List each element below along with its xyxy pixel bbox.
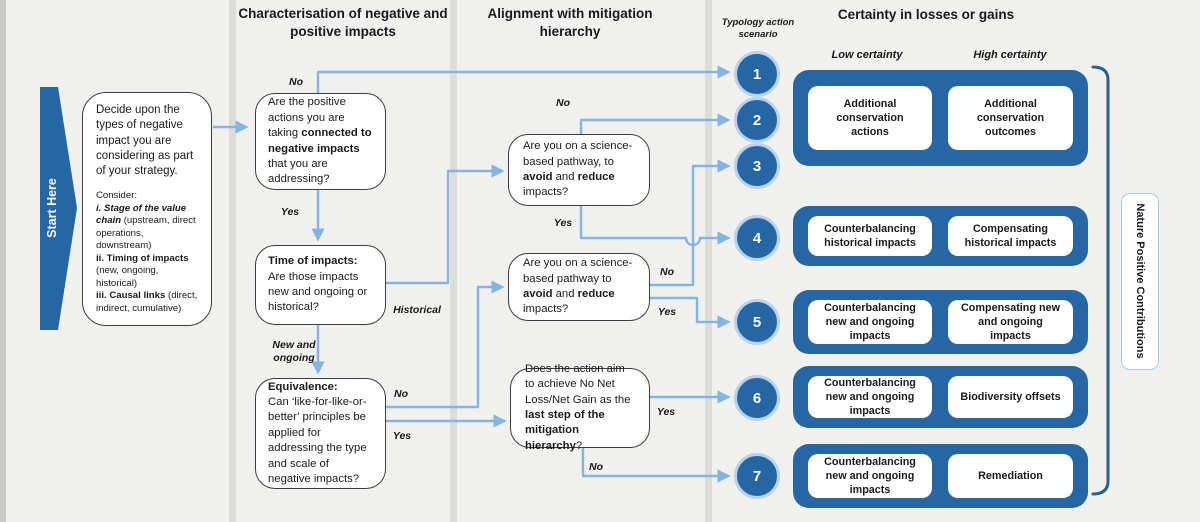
edge-label-equivalence-yes: Yes	[392, 430, 412, 442]
outcome-high-4: Biodiversity offsets	[948, 376, 1073, 418]
outcome-high-2: Compensating historical impacts	[948, 216, 1073, 256]
outcome-high-3: Compensating new and ongoing impacts	[948, 300, 1073, 344]
intro-main-text: Decide upon the types of negative impact…	[96, 103, 194, 178]
question-connected-text: Are the positive actions you are taking …	[268, 96, 372, 186]
edge-label-time-historical: Historical	[393, 304, 441, 316]
scenario-circle-2: 2	[734, 97, 780, 143]
outcome-low-1: Additional conservation actions	[808, 86, 932, 150]
scenario-circle-7: 7	[734, 453, 780, 499]
column-divider	[229, 0, 236, 522]
column-header-characterisation: Characterisation of negative and positiv…	[238, 6, 448, 39]
question-pathway1-text: Are you on a science-based pathway, to a…	[523, 140, 633, 199]
outcome-high-1: Additional conservation outcomes	[948, 86, 1073, 150]
edge-label-connected-no: No	[289, 76, 303, 88]
question-pathway2-text: Are you on a science-based pathway to av…	[523, 257, 633, 316]
connector-time-historical-pathway1	[386, 164, 505, 285]
start-here-label: Start Here	[45, 178, 59, 238]
outcome-low-4: Counterbalancing new and ongoing impacts	[808, 376, 932, 418]
question-pathway2-box: Are you on a science-based pathway to av…	[508, 253, 650, 321]
scenario-circle-3: 3	[734, 143, 780, 189]
intro-box: Decide upon the types of negative impact…	[82, 92, 212, 326]
question-connected-box: Are the positive actions you are taking …	[255, 93, 386, 190]
scenario-circle-1: 1	[734, 51, 780, 97]
edge-label-time-new-ongoing: New and ongoing	[272, 338, 316, 364]
subheader-low-certainty: Low certainty	[831, 49, 903, 61]
intro-consider-text: Consider:i. Stage of the value chain (up…	[96, 190, 198, 314]
subheader-high-certainty: High certainty	[973, 49, 1047, 61]
nature-positive-label: Nature Positive Contributions	[1134, 203, 1146, 359]
edge-label-pathway1-yes: Yes	[553, 217, 573, 229]
edge-label-connected-yes: Yes	[280, 206, 300, 218]
edge-label-pathway2-yes: Yes	[657, 306, 677, 318]
edge-label-nnl-no: No	[589, 461, 603, 473]
question-time-box: Time of impacts:Are those impacts new an…	[255, 245, 386, 325]
outcome-low-3: Counterbalancing new and ongoing impacts	[808, 300, 932, 344]
column-header-typology: Typology action scenario	[721, 17, 795, 41]
edge-label-nnl-yes: Yes	[656, 406, 676, 418]
question-equivalence-text: Equivalence:Can ‘like-for-like-or-better…	[268, 380, 367, 485]
edge-label-equivalence-no: No	[394, 388, 408, 400]
outcome-high-5: Remediation	[948, 454, 1073, 498]
column-divider	[705, 0, 712, 522]
nature-positive-bracket	[1091, 65, 1110, 496]
scenario-circle-5: 5	[734, 299, 780, 345]
outcome-low-2: Counterbalancing historical impacts	[808, 216, 932, 256]
question-nnl-box: Does the action aim to achieve No Net Lo…	[510, 363, 650, 452]
edge-label-pathway1-no: No	[556, 97, 570, 109]
left-edge-strip	[0, 0, 6, 522]
column-header-certainty: Certainty in losses or gains	[837, 7, 1015, 22]
outcome-low-5: Counterbalancing new and ongoing impacts	[808, 454, 932, 498]
question-time-text: Time of impacts:Are those impacts new an…	[268, 255, 368, 314]
nature-positive-box	[1121, 193, 1159, 370]
scenario-circle-4: 4	[734, 215, 780, 261]
edge-label-pathway2-no: No	[660, 266, 674, 278]
column-divider	[450, 0, 457, 522]
connector-connected-no-scenario1	[316, 65, 731, 93]
question-nnl-text: Does the action aim to achieve No Net Lo…	[525, 362, 631, 452]
column-header-mitigation: Alignment with mitigation hierarchy	[487, 6, 653, 39]
scenario-circle-6: 6	[734, 375, 780, 421]
question-equivalence-box: Equivalence:Can ‘like-for-like-or-better…	[255, 378, 386, 489]
question-pathway1-box: Are you on a science-based pathway, to a…	[508, 134, 650, 206]
